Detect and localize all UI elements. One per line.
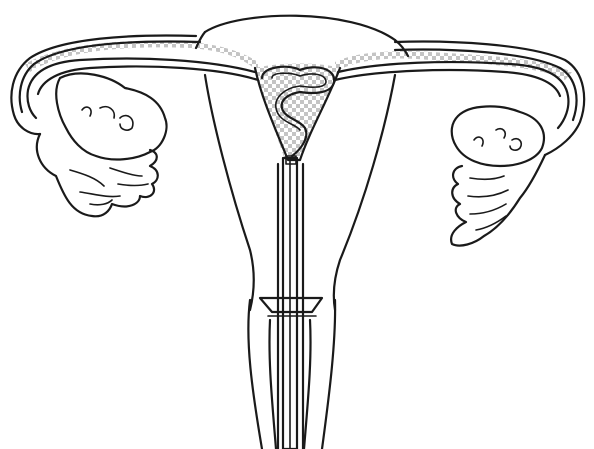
right-ovary xyxy=(452,106,544,166)
right-ovary-detail-3 xyxy=(474,137,483,146)
left-fimbriae-lines xyxy=(70,168,148,205)
right-ovary-detail-2 xyxy=(510,139,521,150)
canal-inner-left xyxy=(269,320,276,449)
right-fimbriae xyxy=(451,155,545,246)
left-tube-inner-upper xyxy=(20,42,200,112)
left-ovary-detail-1 xyxy=(100,107,114,118)
left-ovary xyxy=(56,73,166,159)
right-tube-bottom xyxy=(335,70,560,96)
cervix-left xyxy=(248,300,262,449)
right-ovary-detail-1 xyxy=(496,129,505,138)
left-tube-bottom xyxy=(38,67,258,95)
left-ovary-detail-3 xyxy=(82,107,91,116)
canal-inner-right xyxy=(304,320,311,449)
left-ovary-detail-2 xyxy=(120,116,133,130)
inserter-flange xyxy=(260,298,322,312)
left-tube-outer xyxy=(11,36,196,135)
cervix-right xyxy=(322,300,335,449)
